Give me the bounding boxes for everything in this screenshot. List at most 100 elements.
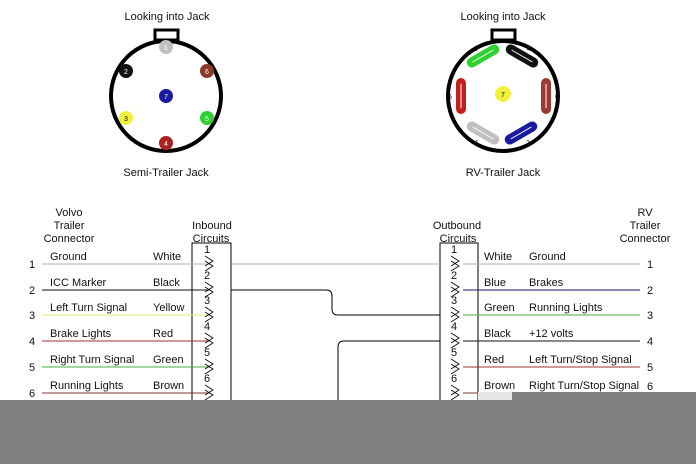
gray-overlay-bottom [0, 400, 696, 464]
semi-pin-2 [119, 64, 133, 78]
rv-pin-slot [472, 126, 494, 140]
left-wire-color: White [153, 251, 181, 263]
inbound-circuit-number: 3 [204, 295, 210, 307]
inbound-circuits-box [191, 242, 232, 414]
right-wire-color: Blue [484, 277, 506, 289]
inbound-circuit-number: 2 [204, 270, 210, 282]
left-title-2: Trailer [54, 220, 85, 232]
left-wire-color: Red [153, 328, 173, 340]
rv-jack-caption-top: Looking into Jack [461, 11, 546, 23]
left-wire-color: Brown [153, 380, 184, 392]
gray-overlay [512, 392, 696, 402]
rv-pin-label: 6 [555, 94, 559, 101]
semi-pin-label: 2 [124, 69, 128, 76]
connector-chevron-icon [450, 332, 460, 349]
left-function: Brake Lights [50, 328, 112, 340]
outbound-circuit-number: 4 [451, 321, 457, 333]
rv-pin-slot [511, 49, 533, 63]
connector-chevron-icon [204, 384, 214, 401]
semi-pin-7 [159, 89, 173, 103]
inbound-title-1: Inbound [192, 220, 232, 232]
semi-pin-3 [119, 111, 133, 125]
right-pin-number: 5 [647, 362, 653, 374]
right-function: Running Lights [529, 302, 603, 314]
connector-chevron-icon [204, 281, 214, 298]
rv-pin-label: 4 [527, 46, 531, 53]
semi-pin-label: 7 [164, 94, 168, 101]
right-wire-color: Black [484, 328, 511, 340]
rv-pin-label: 5 [448, 94, 452, 101]
semi-pin-5 [200, 111, 214, 125]
semi-jack-caption-top: Looking into Jack [125, 11, 210, 23]
right-function: +12 volts [529, 328, 574, 340]
outbound-circuits-box [439, 242, 479, 414]
connector-chevron-icon [204, 358, 214, 375]
rv-pin-slot [510, 126, 532, 140]
right-function: Right Turn/Stop Signal [529, 380, 639, 392]
left-pin-number: 5 [29, 362, 35, 374]
right-pin-number: 3 [647, 310, 653, 322]
right-function: Left Turn/Stop Signal [529, 354, 632, 366]
wire-to-outbound4 [337, 340, 440, 420]
left-function: Running Lights [50, 380, 124, 392]
right-function: Ground [529, 251, 566, 263]
semi-pin-label: 3 [124, 116, 128, 123]
left-wire-color: Yellow [153, 302, 184, 314]
left-function: Right Turn Signal [50, 354, 134, 366]
rv-jack-key [490, 28, 517, 42]
outbound-circuit-number: 3 [451, 295, 457, 307]
semi-pin-label: 6 [205, 69, 209, 76]
rv-jack-caption-bottom: RV-Trailer Jack [466, 167, 541, 179]
outbound-circuit-number: 1 [451, 244, 457, 256]
redaction-patch [478, 392, 512, 400]
rv-pin-label: 2 [526, 140, 530, 147]
connector-chevron-icon [450, 358, 460, 375]
semi-pin-label: 1 [164, 45, 168, 52]
inbound-circuit-number: 6 [204, 373, 210, 385]
right-title-1: RV [637, 207, 653, 219]
connector-chevron-icon [450, 255, 460, 272]
right-pin-number: 6 [647, 381, 653, 393]
inbound-title-2: Circuits [193, 233, 230, 245]
semi-jack-caption-bottom: Semi-Trailer Jack [123, 167, 209, 179]
connector-chevron-icon [450, 281, 460, 298]
connector-chevron-icon [450, 306, 460, 323]
inbound-circuit-number: 1 [204, 244, 210, 256]
right-wire-color: Green [484, 302, 515, 314]
outbound-circuit-number: 2 [451, 270, 457, 282]
connector-chevron-icon [204, 332, 214, 349]
rv-trailer-jack: Looking into Jack 1 2 3 4 5 6 7 RV-Trailer Jac… [446, 11, 560, 179]
inbound-circuit-number: 4 [204, 321, 210, 333]
right-wire-color: Red [484, 354, 504, 366]
left-title-3: Connector [44, 233, 95, 245]
left-pin-number: 1 [29, 259, 35, 271]
left-function: ICC Marker [50, 277, 107, 289]
left-pin-number: 6 [29, 388, 35, 400]
rv-pin-slot [472, 49, 494, 63]
left-pin-number: 4 [29, 336, 35, 348]
semi-pin-label: 5 [205, 116, 209, 123]
outbound-title-1: Outbound [433, 220, 481, 232]
semi-pin-1 [159, 40, 173, 54]
left-title-1: Volvo [56, 207, 83, 219]
left-function: Ground [50, 251, 87, 263]
connector-chevron-icon [204, 255, 214, 272]
semi-pin-4 [159, 136, 173, 150]
rv-pin-label: 1 [475, 140, 479, 147]
semi-pin-6 [200, 64, 214, 78]
left-pin-number: 3 [29, 310, 35, 322]
rv-pin-label: 7 [501, 92, 505, 99]
right-function: Brakes [529, 277, 564, 289]
right-wire-color: White [484, 251, 512, 263]
right-pin-number: 4 [647, 336, 653, 348]
inbound-circuit-number: 5 [204, 347, 210, 359]
left-wire-color: Black [153, 277, 180, 289]
outbound-circuit-number: 5 [451, 347, 457, 359]
right-pin-number: 2 [647, 285, 653, 297]
right-title-2: Trailer [630, 220, 661, 232]
connector-chevron-icon [450, 384, 460, 401]
right-pin-number: 1 [647, 259, 653, 271]
rv-pin-label: 3 [474, 46, 478, 53]
